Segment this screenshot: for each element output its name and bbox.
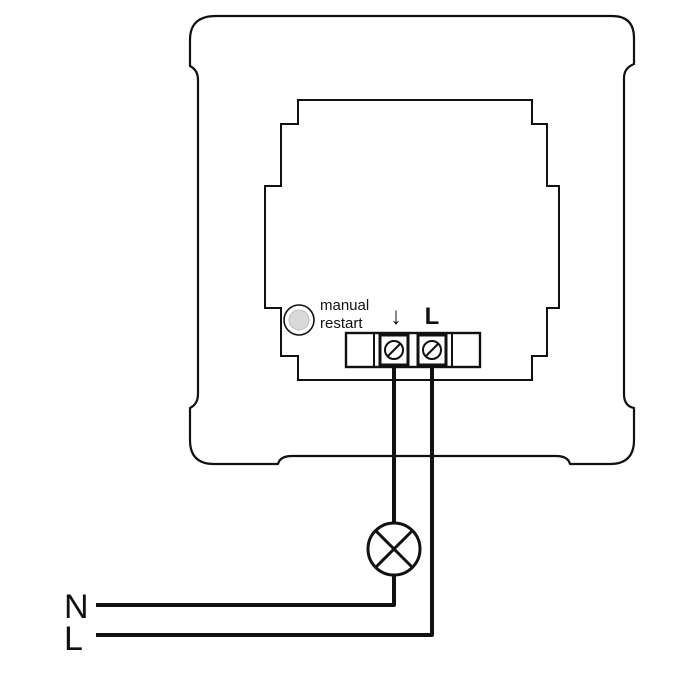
wire-lamp-to-n bbox=[96, 575, 396, 607]
line-l-label: L bbox=[64, 620, 83, 658]
restart-button-icon[interactable] bbox=[283, 304, 315, 336]
terminal-l-label: L bbox=[425, 303, 440, 330]
line-n-label: N bbox=[64, 588, 89, 626]
wires bbox=[96, 366, 434, 637]
terminal-block bbox=[344, 331, 482, 369]
terminal-screw-l[interactable] bbox=[422, 340, 442, 360]
device-frame-inner-edge bbox=[197, 78, 625, 457]
terminal-screw-switched[interactable] bbox=[384, 340, 404, 360]
manual-label: manual bbox=[320, 297, 369, 314]
terminal-switched-label: ↓ bbox=[390, 303, 402, 330]
wire-l-terminal bbox=[96, 366, 434, 637]
lamp-icon bbox=[366, 521, 422, 577]
screw-icon bbox=[422, 340, 442, 360]
screw-icon bbox=[384, 340, 404, 360]
device-frame bbox=[188, 14, 636, 466]
restart-label: restart bbox=[320, 315, 363, 332]
inner-plate bbox=[264, 99, 560, 381]
